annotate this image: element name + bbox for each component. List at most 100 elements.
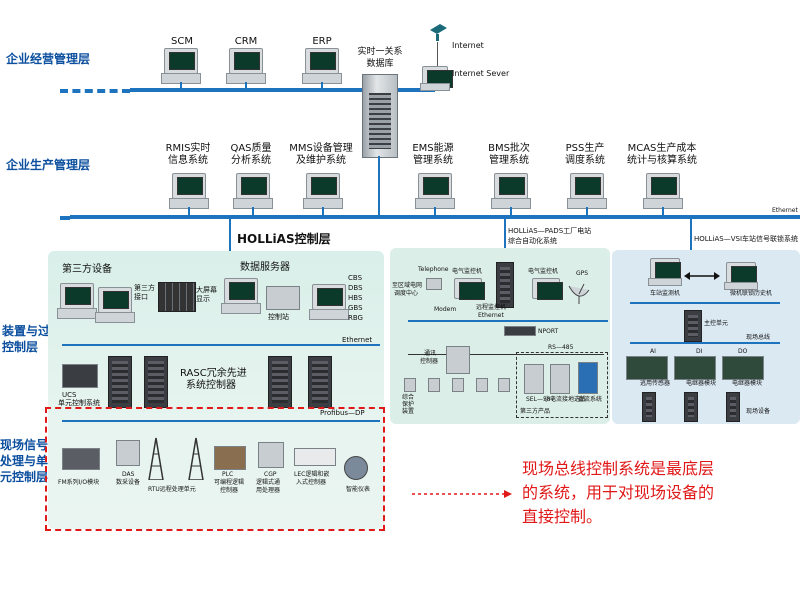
station-monitor-computer-icon xyxy=(648,278,682,286)
comm-controller-icon xyxy=(446,346,470,374)
protection-device-2-icon xyxy=(428,378,440,392)
gps-label: GPS xyxy=(576,270,589,277)
third-party-interface-label-2: 接口 xyxy=(134,293,148,301)
ucs-device-icon xyxy=(62,364,98,388)
layer-label-device-1: 装置与过程 xyxy=(2,324,63,338)
main-controller-label: 主控单元 xyxy=(704,320,729,327)
bms-link xyxy=(510,207,512,216)
enterprise-bus xyxy=(130,88,435,92)
protection-device-4-icon xyxy=(476,378,488,392)
mms-label-2: 及维护系统 xyxy=(296,155,346,166)
scm-label: SCM xyxy=(171,36,193,47)
smart-instrument-label: 智能仪表 xyxy=(346,486,371,493)
internet-link xyxy=(437,42,438,68)
crm-link xyxy=(245,82,247,90)
field-equipment-3-icon xyxy=(726,392,740,422)
erp-monitor-icon xyxy=(305,48,339,74)
annotation-arrow xyxy=(412,484,512,498)
pss-link xyxy=(586,207,588,216)
station-monitor-label: 车站监测机 xyxy=(650,290,681,297)
module-ai-label: AI xyxy=(650,348,656,355)
internet-server-icon xyxy=(420,83,450,91)
layer-label-field-2: 处理与单 xyxy=(0,454,49,468)
drop-middle-panel xyxy=(504,218,506,248)
main-controller-icon xyxy=(684,310,702,342)
bidirectional-arrow-icon xyxy=(684,266,720,280)
bms-label-2: 管理系统 xyxy=(489,155,529,166)
production-bus xyxy=(70,215,800,219)
drop-right-panel xyxy=(690,218,692,252)
ucs-label-2: 单元控制系统 xyxy=(58,399,100,407)
ucs-label-1: UCS xyxy=(62,391,77,399)
lec-device-icon xyxy=(294,448,336,466)
rasc-cabinet-4-icon xyxy=(308,356,332,408)
rtu-label: RTU远程处理单元 xyxy=(148,486,196,493)
nport-device-icon xyxy=(504,326,536,336)
rs485-label: RS—485 xyxy=(548,344,574,351)
ems-label-1: EMS能源 xyxy=(412,143,454,154)
third-party-computer-2-icon xyxy=(95,312,135,323)
sel-label: SEL—587 xyxy=(526,396,555,403)
comm-controller-label-1: 通讯 xyxy=(424,350,437,357)
remote-monitor-label: 远程监控机 xyxy=(476,304,507,311)
realtime-db-label-1: 实时一关系 xyxy=(357,47,403,57)
big-screen-label-2: 显示 xyxy=(196,295,210,303)
monitor2-label: 电气监控机 xyxy=(528,268,559,275)
middle-ethernet-label: Ethernet xyxy=(478,312,504,319)
plc-label-3: 控制器 xyxy=(220,487,239,494)
big-screen-icon xyxy=(158,282,196,312)
rasc-cabinet-1-icon xyxy=(108,356,132,408)
das-device-icon xyxy=(116,440,140,466)
relay-2-label: 电继器模块 xyxy=(686,380,717,387)
ethernet-top-label: Ethernet xyxy=(772,207,798,214)
layer-label-device-2: 控制层 xyxy=(2,340,39,354)
ems-link xyxy=(434,207,436,216)
rasc-cabinet-3-icon xyxy=(268,356,292,408)
annotation-line-1: 现场总线控制系统是最底层 xyxy=(522,459,715,478)
low-voltage-device-icon xyxy=(550,364,570,394)
rmis-monitor-icon xyxy=(172,173,206,199)
protection-device-1-icon xyxy=(404,378,416,392)
mcas-monitor-icon xyxy=(646,173,680,199)
layer-label-production: 企业生产管理层 xyxy=(6,158,91,172)
third-party-monitor-icon xyxy=(60,283,94,309)
fm-io-label: FM系列I/O模块 xyxy=(58,479,100,486)
data-server-monitor-icon xyxy=(224,278,258,304)
third-party-title: 第三方设备 xyxy=(62,264,112,275)
mcas-label-1: MCAS生产成本 xyxy=(627,143,697,154)
service-gbs: GBS xyxy=(348,304,363,312)
scm-monitor-icon xyxy=(164,48,198,74)
cgp-label-2: 逻辑式通 xyxy=(256,479,281,486)
third-party-products-box xyxy=(516,352,608,418)
crm-label: CRM xyxy=(234,36,258,47)
service-cbs: CBS xyxy=(348,274,363,282)
field-bus-label: 现场总线 xyxy=(746,334,771,341)
module-di-icon xyxy=(674,356,716,380)
service-rbg: RBG xyxy=(348,314,363,322)
electric-monitor-2-icon xyxy=(532,278,563,300)
middle-ethernet-bus xyxy=(408,320,608,322)
field-equipment-1-icon xyxy=(642,392,656,422)
production-bus-dashed xyxy=(60,216,70,220)
rmis-label-2: 信息系统 xyxy=(168,155,208,166)
hollias-control-layer-label: HOLLiAS控制层 xyxy=(237,232,331,246)
data-server-monitor-2-icon xyxy=(312,284,346,310)
modem-label: Modem xyxy=(434,306,457,313)
protection-label-2: 保护 xyxy=(402,401,415,408)
protection-device-3-icon xyxy=(452,378,464,392)
dispatch-label-1: 至区域电网 xyxy=(392,282,423,289)
protection-device-5-icon xyxy=(498,378,510,392)
big-screen-label-1: 大屏幕 xyxy=(196,286,217,294)
plc-device-icon xyxy=(214,446,246,470)
erp-link xyxy=(321,82,323,90)
service-dbs: DBS xyxy=(348,284,363,292)
annotation-line-3: 直接控制。 xyxy=(522,507,603,526)
gps-dish-icon xyxy=(566,280,592,304)
module-di-label: DI xyxy=(696,348,703,355)
station-monitor-icon xyxy=(650,258,681,280)
module-ai-icon xyxy=(626,356,668,380)
internet-server-label: Internet Sever xyxy=(452,69,510,78)
middle-title-1: HOLLiAS—PADS工厂电站 xyxy=(508,227,592,235)
data-server-title: 数据服务器 xyxy=(240,262,290,273)
mcas-label-2: 统计与核算系统 xyxy=(627,155,697,166)
